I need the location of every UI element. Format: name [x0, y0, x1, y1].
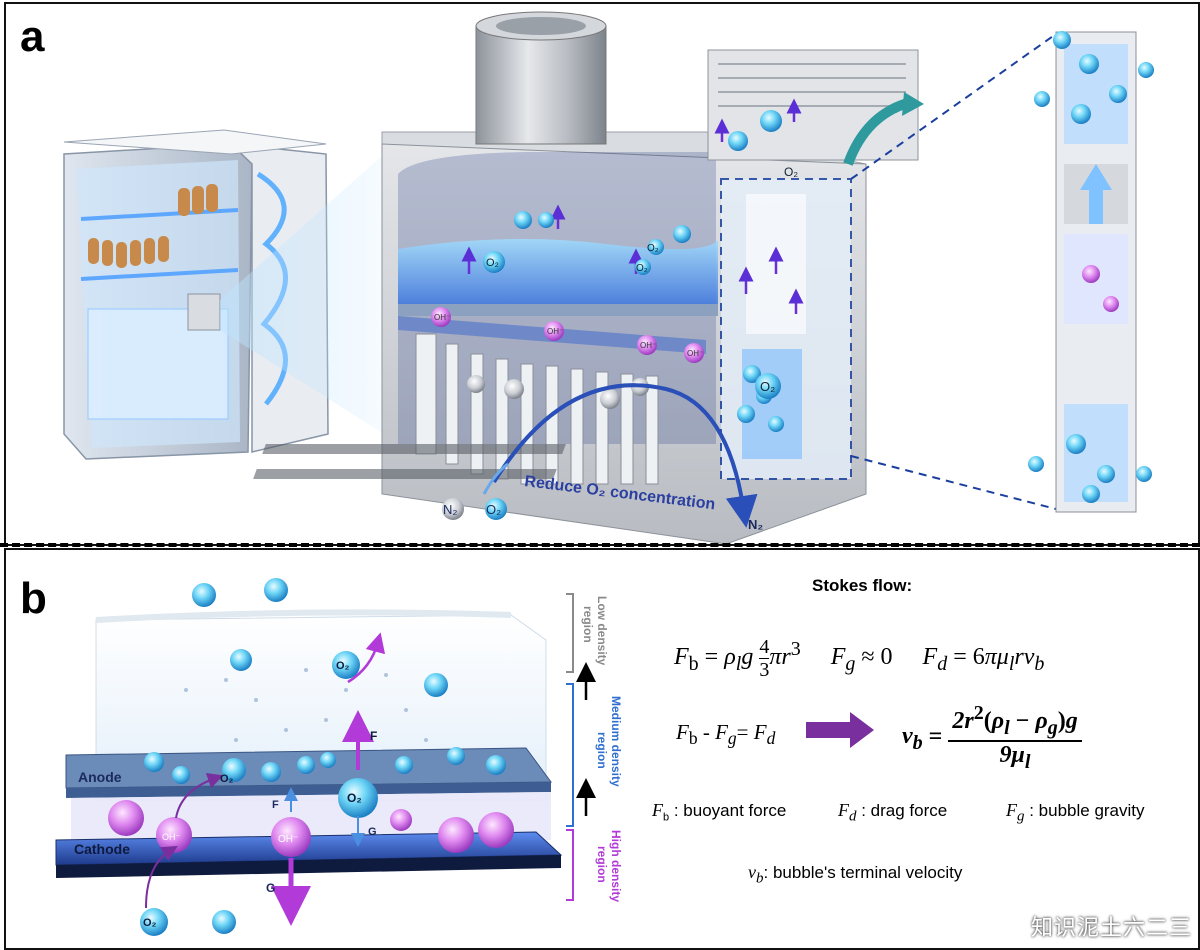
equation-terminal-velocity: vb = 2r2(ρl − ρg)g 9μl: [902, 702, 1082, 774]
panel-b-illustration: Anode Cathode O₂ O₂ O₂ O₂ OH⁻ OH⁻ F F G …: [55, 578, 623, 936]
label-o2-3: O₂: [636, 263, 648, 274]
zoom-inset: [850, 31, 1154, 513]
definition-fd-text: drag force: [870, 801, 948, 820]
b-label-o2-bottom: O₂: [143, 917, 157, 929]
label-oh-1: OH⁻: [434, 313, 450, 322]
region-medium-line1: Medium density: [609, 696, 623, 787]
cathode-label: Cathode: [74, 841, 130, 857]
density-brackets: Low density region Medium density region…: [566, 593, 623, 902]
b-force-f-small: F: [272, 799, 279, 811]
refrigerator: [63, 129, 384, 460]
panel-a: a: [4, 2, 1200, 546]
watermark-text: 知识泥土六二三: [1030, 916, 1192, 941]
b-force-g-bottom: G: [266, 881, 275, 895]
panel-a-illustration: O₂ O₂ O₂ O₂ O₂ OH⁻ OH⁻ OH⁻ OH⁻ N₂ O₂ N₂ …: [63, 11, 1154, 544]
label-n2-out: N₂: [748, 517, 763, 532]
label-oh-3: OH⁻: [640, 341, 656, 350]
definition-vb: vb: bubble's terminal velocity: [748, 862, 963, 887]
panel-b-letter: b: [20, 574, 47, 623]
label-o2-1: O₂: [486, 257, 499, 269]
label-oh-4: OH⁻: [687, 349, 703, 358]
b-label-o2-top: O₂: [336, 660, 350, 672]
b-label-oh-1: OH⁻: [162, 832, 181, 842]
label-o2-2: O₂: [647, 243, 659, 254]
b-force-f-top: F: [370, 729, 377, 743]
region-high-line1: High density: [609, 830, 623, 902]
stokes-title: Stokes flow:: [812, 576, 913, 595]
region-medium-line2: region: [595, 732, 609, 769]
region-high-line2: region: [595, 846, 609, 883]
region-low-line1: Low density: [595, 596, 609, 666]
b-label-o2-bubble: O₂: [347, 791, 362, 805]
definition-vb-text: bubble's terminal velocity: [772, 863, 963, 882]
electrolyzer-cutaway: [253, 11, 924, 544]
panel-b: b: [4, 548, 1200, 950]
label-o2-in: O₂: [486, 502, 501, 517]
definition-fb: Fb : buoyant force: [652, 800, 787, 824]
anode-label: Anode: [78, 769, 122, 785]
definition-fb-text: buoyant force: [683, 801, 787, 820]
label-o2-4: O₂: [760, 379, 775, 394]
equation-balance: Fb - Fg= Fd: [676, 720, 776, 749]
definition-fg-text: bubble gravity: [1038, 801, 1145, 820]
b-label-oh-2: OH⁻: [278, 834, 298, 845]
label-o2-5: O₂: [784, 165, 798, 179]
b-force-g-small: G: [368, 826, 377, 838]
b-label-o2-anode: O₂: [220, 773, 234, 785]
implies-arrow: [806, 712, 874, 748]
label-oh-2: OH⁻: [547, 327, 563, 336]
definition-fg: Fg : bubble gravity: [1006, 800, 1145, 825]
panel-divider: [0, 543, 1200, 547]
panel-a-letter: a: [20, 12, 45, 61]
label-n2-in: N₂: [443, 502, 457, 517]
region-low-line2: region: [581, 606, 595, 643]
definition-fd: Fd : drag force: [838, 800, 948, 825]
